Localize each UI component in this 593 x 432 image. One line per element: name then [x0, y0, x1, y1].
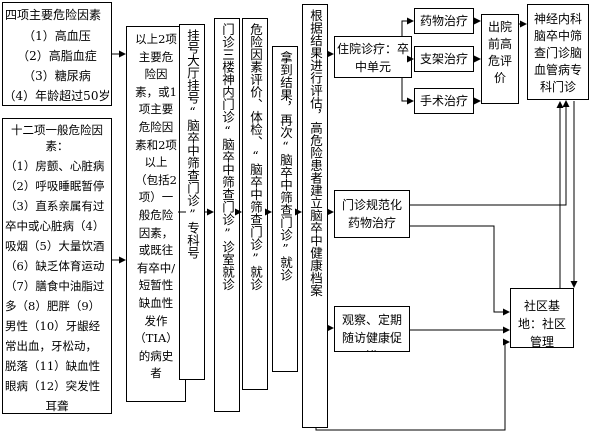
- outpatient-box: 门诊规范化药物治疗: [334, 190, 410, 238]
- criteria-line: 以上2项: [135, 32, 177, 46]
- assessment-column: 根据结果进行评估，高危险患者建立脑卒中健康档案: [302, 4, 328, 428]
- criteria-line: 有卒中/: [136, 260, 176, 275]
- drug-treatment-text: 药物治疗: [419, 14, 468, 28]
- general-risk-line: 卒中或心脏病（4）: [5, 219, 105, 233]
- registration-column: 挂号大厅挂号“脑卒中筛查门诊”专科号: [179, 24, 205, 380]
- criteria-line: 发作: [144, 313, 168, 328]
- general-risk-line: （6）缺乏体育运动: [5, 259, 105, 273]
- registration-text: 挂号大厅挂号“脑卒中筛查门诊”专科号: [185, 29, 200, 259]
- community-text: 社区基地：社区管理: [517, 299, 566, 348]
- criteria-line: 或既往: [138, 243, 174, 258]
- specialist-clinic-text: 神经内科脑卒中筛查门诊脑血管病专科门诊: [533, 12, 582, 94]
- general-risk-title-1: 十二项一般危险因: [11, 123, 103, 137]
- criteria-line: 素和2项: [135, 137, 177, 152]
- criteria-line: 以上: [144, 155, 168, 170]
- discharge-box: 出院前高危评价: [481, 14, 519, 104]
- general-risk-box: 十二项一般危险因 素： （1）房颤、心脏病 （2）呼吸睡眠暂停 （3）直系亲属有…: [2, 118, 112, 414]
- arrow-inpatient-to-surgery: [401, 78, 414, 105]
- inpatient-text: 住院诊疗：卒中单元: [336, 42, 409, 74]
- evaluation-text: 危险因素评价、体检、“脑卒中筛查门诊”就诊: [248, 23, 263, 291]
- arrow-outpatient-to-specialist: [410, 100, 570, 206]
- major-risk-item-4: （4）年龄超过50岁: [3, 89, 111, 103]
- criteria-box: 以上2项 主要危 险因 素，或1 项主要 危险因 素和2项 以上 （包括2 项）…: [126, 26, 186, 402]
- general-risk-line: 眼病（12）突发性: [5, 379, 101, 393]
- outpatient-text: 门诊规范化药物治疗: [341, 198, 402, 230]
- major-risk-item-3: （3）糖尿病: [23, 69, 91, 83]
- criteria-line: 般危险: [138, 207, 174, 222]
- results-text: 拿到结果，再次“脑卒中筛查门诊”就诊: [278, 51, 293, 281]
- criteria-line: 短暂性: [138, 278, 174, 293]
- criteria-line: 因素，: [138, 225, 174, 240]
- stent-treatment-box: 支架治疗: [414, 46, 474, 72]
- arrow-outpatient-to-community: [410, 225, 510, 316]
- criteria-line: 的病史: [138, 348, 174, 363]
- major-risk-title: 四项主要危险因素: [5, 8, 102, 22]
- criteria-line: 缺血性: [138, 295, 174, 310]
- criteria-line: 项主要: [138, 102, 174, 117]
- general-risk-title-2: 素：: [45, 139, 69, 153]
- criteria-line: （TIA）: [134, 331, 178, 346]
- inpatient-box: 住院诊疗：卒中单元: [334, 36, 412, 78]
- criteria-line: 险因: [144, 67, 168, 82]
- observe-box: 观察、定期随访健康促进: [334, 306, 410, 352]
- general-risk-line: （1）房颤、心脏病: [5, 159, 105, 173]
- general-risk-line: 男性（10）牙龈经: [5, 319, 101, 333]
- specialist-clinic-box: 神经内科脑卒中筛查门诊脑血管病专科门诊: [527, 4, 589, 100]
- general-risk-line: 耳聋: [45, 399, 69, 413]
- discharge-text: 出院前高危评价: [487, 20, 512, 85]
- criteria-line: 素，或1: [135, 84, 177, 99]
- surgery-treatment-text: 手术治疗: [419, 94, 468, 108]
- major-risk-item-1: （1）高血压: [23, 29, 91, 43]
- general-risk-line: （7）膳食中油脂过: [5, 279, 105, 293]
- criteria-line: 者: [150, 366, 162, 381]
- clinic-visit-text: 门诊三楼神内门诊“脑卒中筛查门诊”诊室就诊: [220, 23, 235, 291]
- general-risk-line: 常出血，牙松动，: [5, 339, 97, 353]
- surgery-treatment-box: 手术治疗: [414, 88, 474, 114]
- evaluation-column: 危险因素评价、体检、“脑卒中筛查门诊”就诊: [242, 18, 268, 390]
- criteria-line: 项）一: [138, 190, 174, 205]
- drug-treatment-box: 药物治疗: [414, 8, 474, 34]
- arrow-inpatient-to-treatments: [401, 17, 414, 36]
- general-risk-line: 脱落（11）缺血性: [5, 359, 101, 373]
- general-risk-line: （3）直系亲属有过: [5, 199, 105, 213]
- general-risk-line: （2）呼吸睡眠暂停: [5, 179, 105, 193]
- arrow-assessment-to-community: [315, 338, 510, 431]
- major-risk-box: 四项主要危险因素 （1）高血压 （2）高脂血症 （3）糖尿病 （4）年龄超过50…: [2, 2, 112, 106]
- criteria-line: 危险因: [138, 119, 174, 134]
- major-risk-item-2: （2）高脂血症: [17, 49, 97, 63]
- criteria-line: 主要危: [138, 49, 174, 64]
- assessment-text: 根据结果进行评估，高危险患者建立脑卒中健康档案: [308, 9, 323, 297]
- general-risk-line: 吸烟（5）大量饮酒: [5, 239, 105, 253]
- criteria-line: （包括2: [135, 172, 177, 187]
- general-risk-line: 多（8）肥胖（9）: [5, 299, 101, 313]
- results-column: 拿到结果，再次“脑卒中筛查门诊”就诊: [272, 46, 298, 372]
- stent-treatment-text: 支架治疗: [419, 52, 468, 66]
- observe-text: 观察、定期随访健康促进: [341, 313, 402, 351]
- community-box: 社区基地：社区管理: [510, 288, 574, 348]
